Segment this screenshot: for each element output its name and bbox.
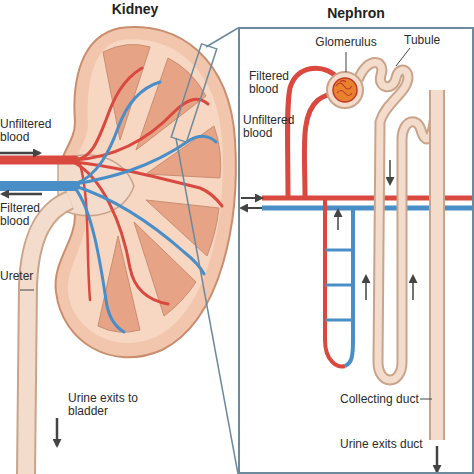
- rung: [325, 249, 353, 252]
- tubule-outline: [358, 63, 437, 381]
- flow-arrow: [241, 207, 262, 209]
- vein-branch: [75, 136, 216, 184]
- vein-branch: [75, 188, 124, 332]
- flow-arrow: [389, 160, 391, 184]
- rung: [325, 319, 353, 322]
- artery-branch: [75, 99, 208, 160]
- collecting-duct-outline: [429, 90, 445, 440]
- capillary-red: [325, 198, 345, 366]
- renal-vein: [0, 82, 216, 332]
- renal-artery: [0, 68, 222, 304]
- capillary-blue: [345, 208, 353, 366]
- flow-arrow: [436, 446, 439, 472]
- bowman-capsule: [327, 72, 363, 108]
- kidney-outline: [56, 27, 236, 357]
- panel-title: Nephron: [240, 5, 472, 21]
- part-label: Glomerulus: [310, 36, 382, 49]
- vein: [0, 181, 75, 191]
- leader-line: [420, 399, 432, 400]
- glomerulus-loops: [336, 81, 352, 96]
- flow-arrow: [337, 210, 339, 230]
- leader-line: [346, 52, 347, 72]
- part-label: Filtered blood: [0, 202, 62, 228]
- rung: [325, 284, 353, 287]
- artery: [0, 156, 75, 165]
- glomerulus: [333, 78, 357, 102]
- collecting-duct: [431, 90, 443, 440]
- flow-arrow: [241, 197, 262, 199]
- flow-arrow: [365, 276, 367, 300]
- afferent-arteriole: [304, 95, 333, 198]
- kidney-cortex: [68, 39, 223, 343]
- part-label: Collecting duct: [340, 393, 430, 406]
- part-label: Unfiltered blood: [243, 114, 303, 140]
- leader-line: [20, 290, 34, 291]
- part-label: Filtered blood: [249, 70, 299, 96]
- part-label: Urine exits duct: [340, 438, 435, 451]
- zoom-box: [171, 44, 217, 142]
- ureter: [26, 200, 70, 474]
- flow-arrow: [56, 418, 59, 446]
- ureter-outline: [26, 200, 70, 474]
- panel-title: Kidney: [95, 1, 175, 17]
- leader-line: [396, 48, 410, 66]
- vein-branch: [75, 186, 204, 274]
- flow-arrow: [0, 152, 40, 155]
- artery-branch: [75, 163, 168, 304]
- part-label: Tubule: [404, 34, 454, 47]
- artery-branch: [80, 164, 90, 300]
- part-label: Ureter: [0, 270, 60, 283]
- panel-fill: [239, 28, 474, 474]
- part-label: Unfiltered blood: [0, 118, 62, 144]
- artery-branch: [75, 68, 142, 160]
- part-label: Urine exits to bladder: [68, 392, 168, 418]
- flow-arrow: [412, 276, 414, 300]
- flow-arrow: [2, 193, 42, 196]
- capillary-rungs: [325, 250, 353, 320]
- zoom-line: [206, 28, 238, 47]
- zoom-line: [176, 138, 238, 474]
- pyramid: [146, 126, 221, 178]
- vein-branch: [75, 82, 160, 184]
- tubule: [358, 63, 437, 381]
